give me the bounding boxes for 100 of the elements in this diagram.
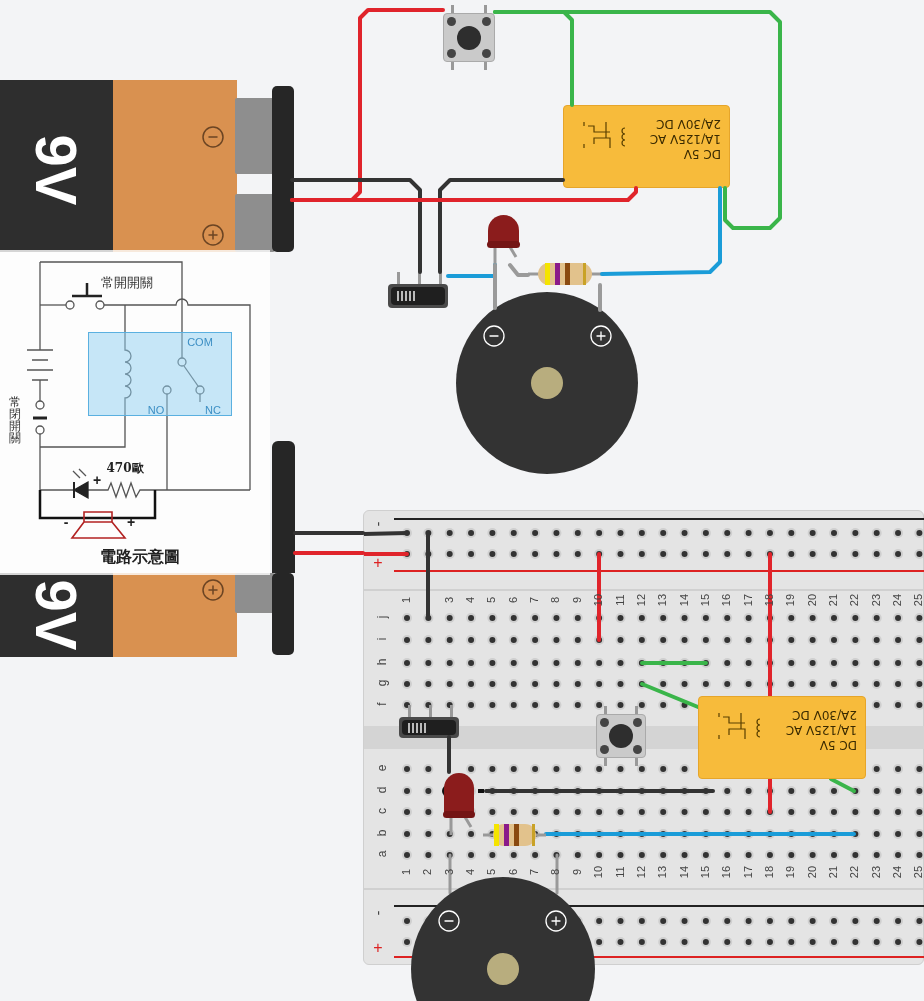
row-letter: d xyxy=(376,786,388,794)
column-number: 7 xyxy=(528,596,540,604)
resistor-value: 470歐 xyxy=(106,462,144,474)
column-number: 18 xyxy=(763,865,775,879)
relay-rating: 2A/30V DC xyxy=(656,117,721,131)
column-number: 4 xyxy=(464,596,476,604)
column-number: 7 xyxy=(528,868,540,876)
column-number: 11 xyxy=(614,594,625,606)
column-number: 24 xyxy=(891,593,903,607)
column-number: 12 xyxy=(635,593,647,607)
column-number: 22 xyxy=(848,593,860,607)
column-number: 4 xyxy=(464,868,476,876)
polarity-sign: - xyxy=(63,515,69,529)
rail-sign: - xyxy=(371,910,385,916)
column-number: 17 xyxy=(742,593,754,607)
row-letter: f xyxy=(376,702,388,706)
slide-switch xyxy=(399,705,459,738)
relay-rating: DC 5V xyxy=(819,738,857,752)
row-letter: g xyxy=(376,679,388,687)
column-number: 3 xyxy=(443,596,455,604)
column-number: 13 xyxy=(656,593,668,607)
slide-switch xyxy=(388,272,448,308)
column-number: 5 xyxy=(485,868,497,876)
column-number: 23 xyxy=(870,593,882,607)
row-letter: c xyxy=(376,808,388,814)
column-number: 15 xyxy=(699,593,711,607)
relay xyxy=(563,105,730,188)
column-number: 21 xyxy=(827,593,839,607)
column-number: 23 xyxy=(870,865,882,879)
row-letter: j xyxy=(376,615,388,619)
column-number: 16 xyxy=(720,865,732,879)
schematic-panel xyxy=(0,250,270,575)
relay-rating: 2A/30V DC xyxy=(792,708,857,722)
column-number: 6 xyxy=(507,868,519,876)
voltage-label: 9V xyxy=(27,134,85,206)
led xyxy=(443,773,475,835)
column-number: 15 xyxy=(699,865,711,879)
rail-sign: + xyxy=(373,555,383,571)
terminal-label: NC xyxy=(205,404,221,416)
row-letter: a xyxy=(376,850,388,858)
column-number: 21 xyxy=(827,865,839,879)
wire xyxy=(290,178,422,274)
schematic-caption: 電路示意圖 xyxy=(100,546,180,568)
relay-rating: 1A/125V AC xyxy=(649,132,721,146)
polarity-sign: + xyxy=(126,515,136,529)
row-letter: i xyxy=(376,637,388,641)
switch-label: 常開開關 xyxy=(101,275,153,289)
resistor xyxy=(483,824,546,846)
wire xyxy=(493,263,497,310)
rail-sign: - xyxy=(371,521,385,527)
column-number: 8 xyxy=(549,868,561,876)
column-number: 1 xyxy=(400,868,412,876)
wire xyxy=(293,551,365,555)
battery-cap xyxy=(272,441,295,573)
relay-box xyxy=(88,332,232,416)
terminal-label: COM xyxy=(187,336,213,348)
voltage-label: 9V xyxy=(27,579,85,651)
push-button xyxy=(596,706,646,766)
wire xyxy=(290,186,638,202)
row-letter: e xyxy=(376,764,388,772)
column-number: 6 xyxy=(507,596,519,604)
column-number: 19 xyxy=(784,865,796,879)
column-number: 10 xyxy=(592,865,604,879)
polarity-sign: + xyxy=(92,473,102,487)
column-number: 14 xyxy=(678,865,690,879)
column-number: 22 xyxy=(848,865,860,879)
column-number: 12 xyxy=(635,865,647,879)
relay-rating: DC 5V xyxy=(683,147,721,161)
column-number: 20 xyxy=(806,865,818,879)
breadboard xyxy=(363,510,924,965)
switch-label: 常閉開關 xyxy=(9,396,21,444)
wire xyxy=(438,178,565,274)
push-button xyxy=(443,5,495,70)
wire xyxy=(447,735,451,774)
row-letter: b xyxy=(376,829,388,837)
led xyxy=(487,215,520,265)
wire xyxy=(508,263,530,277)
terminal-label: NO xyxy=(147,404,165,416)
column-number: 25 xyxy=(912,593,924,607)
row-letter: h xyxy=(376,658,388,666)
wire xyxy=(598,283,602,312)
column-number: 25 xyxy=(912,865,924,879)
column-number: 9 xyxy=(571,596,583,604)
wire xyxy=(600,186,722,276)
column-number: 1 xyxy=(400,596,412,604)
column-number: 19 xyxy=(784,593,796,607)
column-number: 18 xyxy=(763,593,775,607)
column-number: 10 xyxy=(592,593,604,607)
column-number: 8 xyxy=(549,596,561,604)
column-number: 16 xyxy=(720,593,732,607)
wire xyxy=(493,10,782,230)
relay-rating: 1A/125V AC xyxy=(785,723,857,737)
column-number: 5 xyxy=(485,596,497,604)
wire xyxy=(293,531,365,535)
column-number: 13 xyxy=(656,865,668,879)
column-number: 24 xyxy=(891,865,903,879)
column-number: 11 xyxy=(614,866,625,878)
rail-sign: + xyxy=(373,940,383,956)
resistor xyxy=(528,263,602,285)
relay xyxy=(698,696,866,779)
